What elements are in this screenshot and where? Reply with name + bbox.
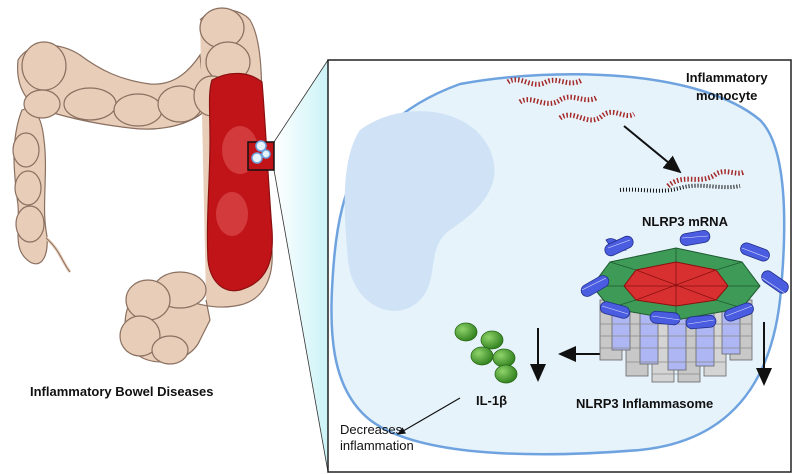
zoom-callout bbox=[247, 59, 329, 473]
inflammasome-label: NLRP3 Inflammasome bbox=[576, 396, 714, 411]
decreases-label-line2: inflammation bbox=[340, 438, 414, 453]
arrow-icon bbox=[623, 125, 682, 174]
mrna-bound bbox=[619, 169, 746, 193]
mrna-label: NLRP3 mRNA bbox=[642, 214, 728, 229]
cell-title-line1: Inflammatory bbox=[686, 70, 768, 85]
disease-label: Inflammatory Bowel Diseases bbox=[30, 384, 214, 399]
cell-title-line2: monocyte bbox=[696, 88, 758, 103]
colon-illustration bbox=[12, 7, 273, 365]
inflammasome-structure bbox=[580, 230, 789, 383]
nucleus bbox=[344, 111, 495, 311]
decreases-label-line1: Decreases bbox=[340, 422, 403, 437]
arrow-icon bbox=[396, 397, 461, 435]
mrna-strands bbox=[506, 77, 636, 123]
il1b-granules bbox=[454, 322, 518, 384]
il1b-label: IL-1β bbox=[476, 393, 508, 408]
